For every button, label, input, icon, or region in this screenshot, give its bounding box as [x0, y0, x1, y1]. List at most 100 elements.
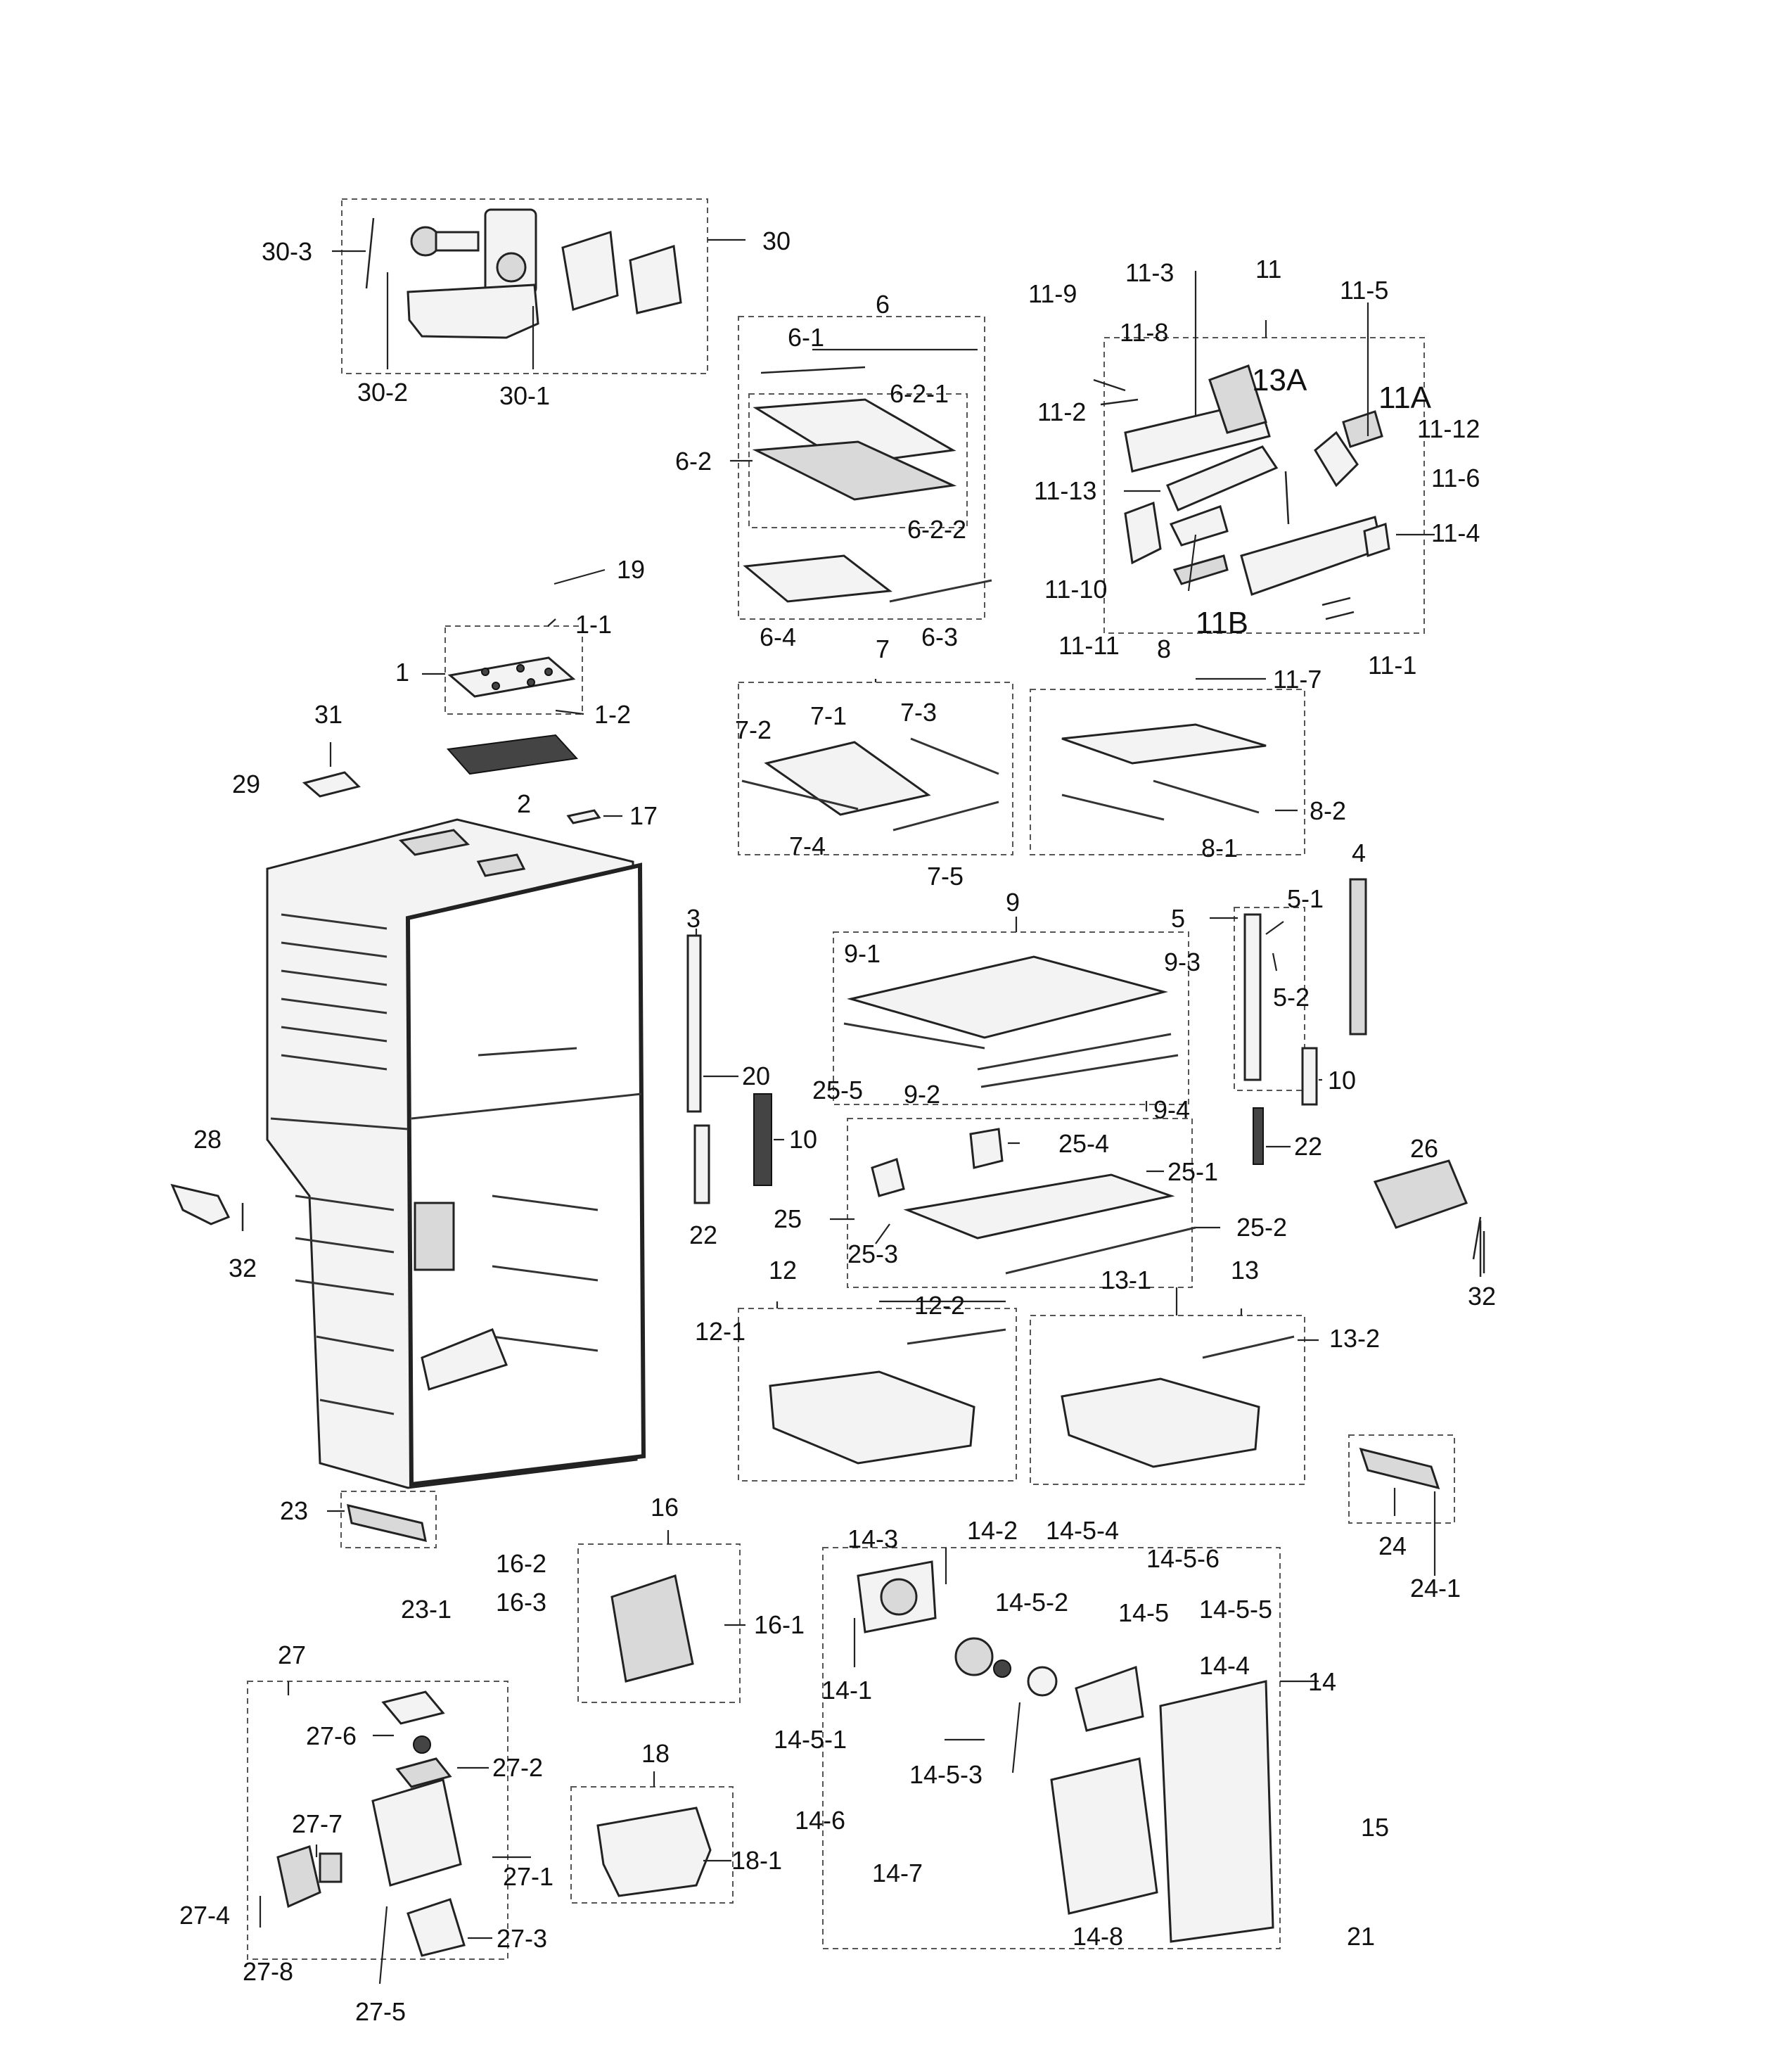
- label-22-left: 22: [689, 1221, 717, 1249]
- assembly-7: [738, 679, 1013, 855]
- label-14-5-6: 14-5-6: [1146, 1544, 1220, 1573]
- label-14-8: 14-8: [1073, 1922, 1123, 1951]
- label-20: 20: [742, 1062, 770, 1090]
- label-11-10: 11-10: [1044, 575, 1107, 604]
- label-11-9: 11-9: [1028, 279, 1077, 308]
- label-13: 13: [1231, 1256, 1259, 1285]
- label-2: 2: [517, 789, 531, 818]
- label-9-1: 9-1: [844, 939, 881, 968]
- assembly-27: [247, 1681, 531, 1985]
- label-29: 29: [232, 770, 260, 798]
- label-11-1: 11-1: [1368, 651, 1416, 680]
- label-32-right: 32: [1468, 1282, 1496, 1311]
- label-27-8: 27-8: [243, 1957, 293, 1986]
- label-27-1: 27-1: [503, 1862, 553, 1891]
- label-12-2: 12-2: [914, 1291, 965, 1320]
- label-25-2: 25-2: [1236, 1213, 1287, 1242]
- label-11-11: 11-11: [1058, 631, 1120, 660]
- label-7-4: 7-4: [789, 832, 826, 860]
- label-14-1: 14-1: [821, 1676, 872, 1705]
- label-13-2: 13-2: [1329, 1324, 1380, 1353]
- label-11B: 11B: [1196, 606, 1248, 640]
- label-8-2: 8-2: [1310, 796, 1346, 825]
- label-27-7: 27-7: [292, 1809, 343, 1838]
- label-25-4: 25-4: [1058, 1129, 1109, 1158]
- label-11-12: 11-12: [1417, 414, 1480, 443]
- label-30-2: 30-2: [357, 378, 408, 407]
- label-10-left: 10: [789, 1125, 817, 1154]
- label-9-2: 9-2: [904, 1080, 940, 1109]
- label-27-4: 27-4: [179, 1901, 230, 1930]
- label-9-3: 9-3: [1164, 948, 1201, 976]
- label-6-1: 6-1: [788, 323, 824, 352]
- label-25: 25: [774, 1204, 802, 1233]
- label-7: 7: [876, 635, 890, 663]
- label-11-4: 11-4: [1431, 518, 1480, 547]
- assembly-9: [833, 917, 1189, 1111]
- assembly-8: [1030, 689, 1305, 855]
- label-30-1: 30-1: [499, 381, 550, 410]
- label-11-13: 11-13: [1034, 476, 1096, 505]
- label-11-3: 11-3: [1125, 258, 1174, 287]
- label-30-3: 30-3: [262, 237, 312, 266]
- assembly-18: [570, 1771, 734, 1904]
- label-6: 6: [876, 290, 890, 319]
- label-14-5-4: 14-5-4: [1046, 1516, 1119, 1545]
- label-24-1: 24-1: [1410, 1574, 1461, 1603]
- label-16-3: 16-3: [496, 1588, 546, 1617]
- label-14-5: 14-5: [1118, 1598, 1169, 1627]
- label-27-6: 27-6: [306, 1721, 357, 1750]
- label-27-2: 27-2: [492, 1753, 543, 1782]
- label-31: 31: [314, 700, 343, 729]
- label-3: 3: [686, 904, 700, 933]
- label-27: 27: [278, 1641, 306, 1669]
- label-25-5: 25-5: [812, 1076, 863, 1104]
- rails-right: [1210, 878, 1367, 1165]
- label-14-2: 14-2: [967, 1516, 1018, 1545]
- label-6-2-1: 6-2-1: [890, 379, 949, 408]
- assembly-14: [822, 1547, 1319, 1949]
- label-8-1: 8-1: [1201, 834, 1238, 862]
- label-14-7: 14-7: [872, 1859, 923, 1887]
- cabinet-side-ribs: [281, 913, 395, 1415]
- label-23-1: 23-1: [401, 1595, 452, 1624]
- label-6-4: 6-4: [760, 623, 796, 651]
- label-11-5: 11-5: [1340, 276, 1388, 305]
- label-14-5-5: 14-5-5: [1199, 1595, 1272, 1624]
- assembly-12: [738, 1300, 1017, 1482]
- label-7-5: 7-5: [927, 862, 964, 891]
- label-5-1: 5-1: [1287, 884, 1324, 913]
- label-27-5: 27-5: [355, 1997, 406, 2026]
- label-6-3: 6-3: [921, 623, 958, 651]
- label-8: 8: [1157, 635, 1171, 663]
- label-12-1: 12-1: [695, 1317, 745, 1346]
- label-24: 24: [1378, 1531, 1407, 1560]
- refrigerator-cabinet: [266, 818, 646, 1489]
- parts-28-32-26: [170, 1159, 1485, 1277]
- label-9: 9: [1006, 888, 1020, 917]
- label-19: 19: [617, 555, 645, 584]
- label-11: 11: [1255, 255, 1281, 284]
- label-12: 12: [769, 1256, 797, 1285]
- label-1: 1: [395, 658, 409, 687]
- label-27-3: 27-3: [497, 1924, 547, 1953]
- label-16: 16: [651, 1493, 679, 1522]
- label-32-left: 32: [229, 1254, 257, 1282]
- label-18-1: 18-1: [731, 1846, 782, 1875]
- label-4: 4: [1352, 839, 1366, 867]
- label-16-2: 16-2: [496, 1549, 546, 1578]
- label-7-1: 7-1: [810, 701, 847, 730]
- label-14-3: 14-3: [847, 1524, 898, 1553]
- assembly-13: [1030, 1287, 1319, 1485]
- label-5: 5: [1171, 904, 1185, 933]
- assembly-25: [830, 1118, 1220, 1288]
- label-6-2-2: 6-2-2: [907, 515, 966, 544]
- label-9-4: 9-4: [1153, 1095, 1190, 1124]
- label-17: 17: [629, 801, 658, 830]
- label-11-6: 11-6: [1431, 464, 1480, 492]
- label-14-5-1: 14-5-1: [774, 1725, 847, 1754]
- label-22-right: 22: [1294, 1132, 1322, 1161]
- assembly-1: [302, 568, 622, 824]
- label-23: 23: [280, 1496, 308, 1525]
